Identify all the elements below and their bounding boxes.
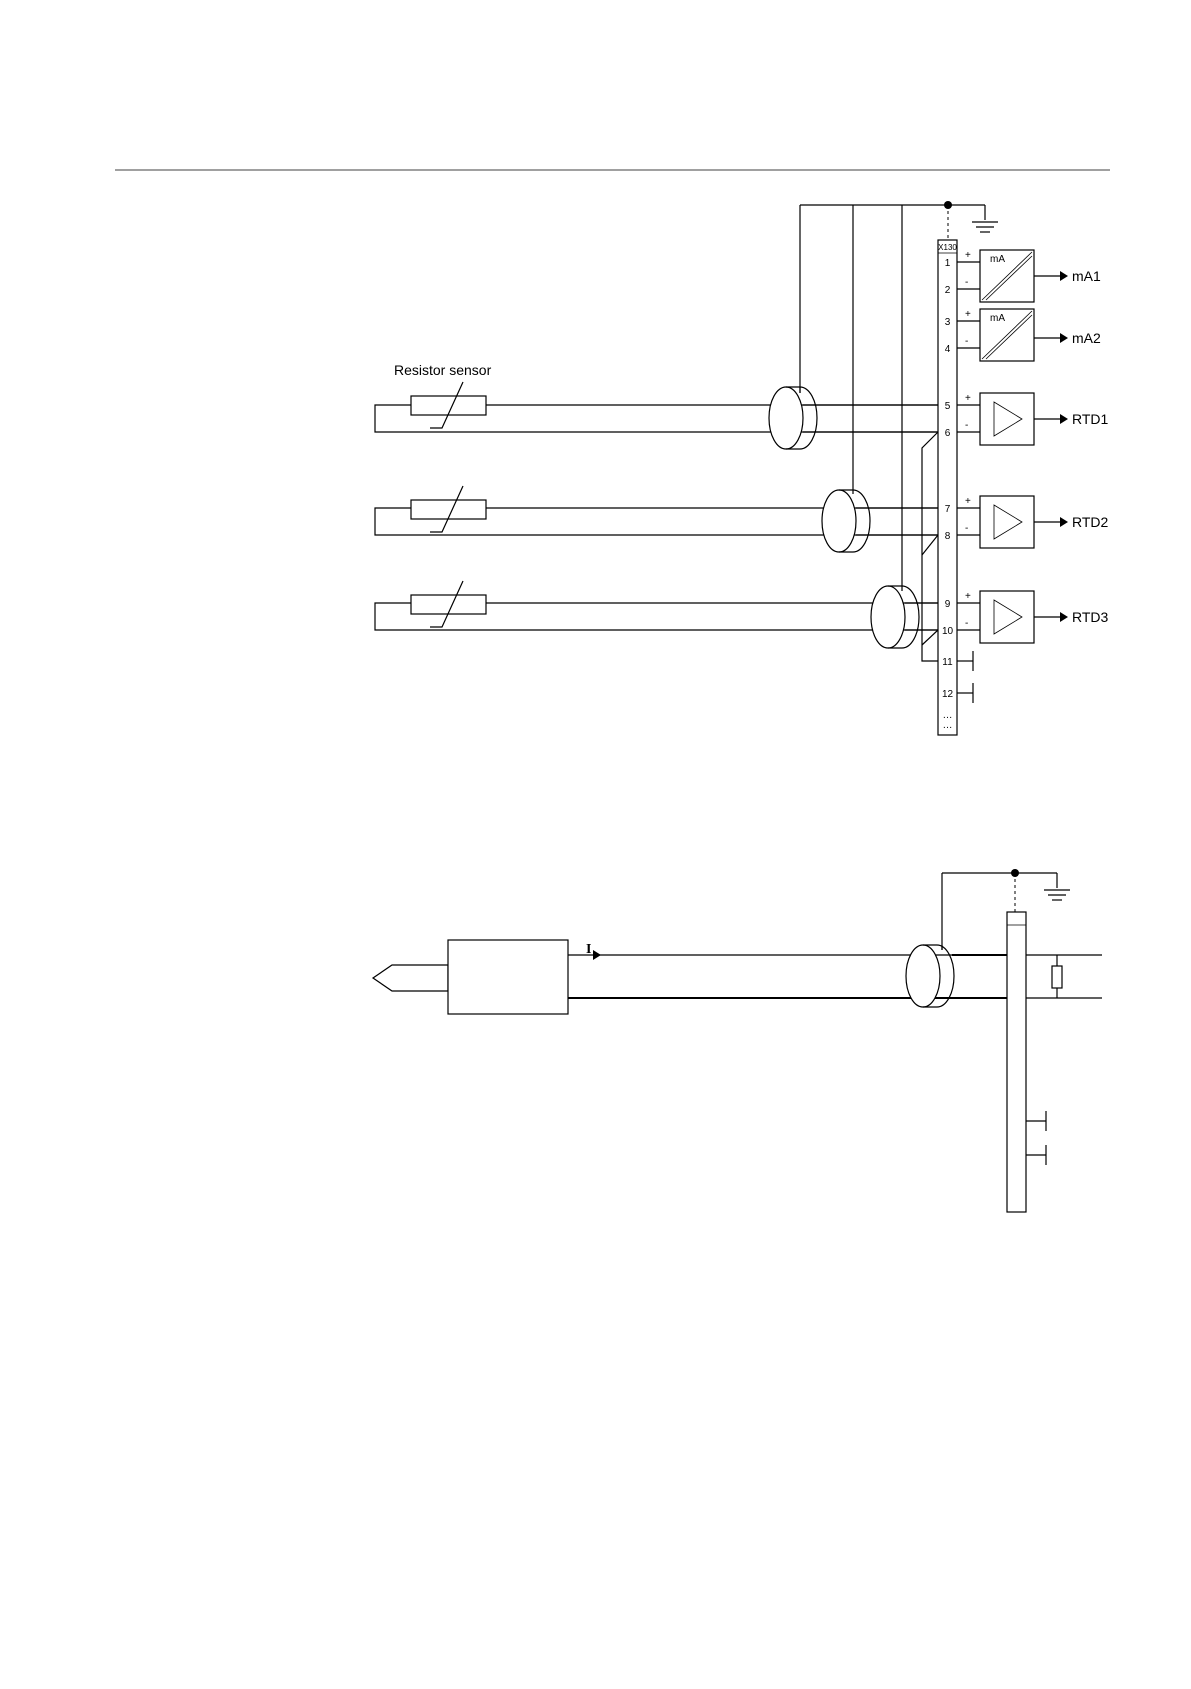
rtd-sensor-3: [375, 581, 938, 648]
current-label: I: [586, 942, 591, 957]
resistor-sensor-icon: [411, 595, 486, 614]
output-label-ma1: mA1: [1072, 268, 1101, 284]
amplifier-box: [980, 591, 1034, 643]
terminal-number: 6: [945, 428, 951, 439]
ground-symbol-icon: [1044, 890, 1070, 900]
probe-icon: [373, 965, 448, 991]
terminal-number: 7: [945, 504, 951, 515]
shunt-resistor-icon: [1052, 966, 1062, 988]
terminal-number: 1: [945, 258, 951, 269]
terminal-polarity: +: [965, 496, 971, 507]
terminal-number: 5: [945, 401, 951, 412]
terminal-number: 11: [942, 657, 953, 668]
terminal-polarity: +: [965, 309, 971, 320]
terminal-polarity: -: [965, 336, 968, 347]
terminal-number: 9: [945, 599, 951, 610]
terminal-polarity: +: [965, 591, 971, 602]
ground-bus-2: [942, 869, 1070, 950]
arrow-right-icon: [1060, 517, 1068, 527]
terminal-continuation: …: [943, 720, 953, 731]
rtd-sensor-2: [375, 486, 938, 552]
shield-ring: [822, 490, 856, 552]
terminal-stubs: [957, 651, 973, 703]
ground-symbol-icon: [972, 222, 998, 232]
terminal-number: 2: [945, 285, 951, 296]
arrow-right-icon: [1060, 414, 1068, 424]
terminal-polarity: -: [965, 420, 968, 431]
ma-output-2: mA mA2: [957, 309, 1101, 361]
shield-ring: [871, 586, 905, 648]
amplifier-box: [980, 496, 1034, 548]
terminal-number: 12: [942, 689, 954, 700]
rtd-output-3: RTD3: [957, 591, 1109, 643]
resistor-sensor-icon: [411, 500, 486, 519]
arrow-right-icon: [1060, 271, 1068, 281]
rtd-output-1: RTD1: [957, 393, 1109, 445]
current-sensor-diagram: I: [373, 869, 1102, 1212]
rtd-output-2: RTD2: [957, 496, 1109, 548]
arrow-right-icon: [1060, 612, 1068, 622]
current-arrow-icon: [593, 950, 601, 960]
return-wires: [922, 432, 938, 661]
amplifier-box: [980, 393, 1034, 445]
terminal-polarity: -: [965, 277, 968, 288]
terminal-number: 4: [945, 344, 951, 355]
resistor-sensor-label: Resistor sensor: [394, 362, 492, 378]
resistor-sensor-icon: [411, 396, 486, 415]
terminal-polarity: +: [965, 250, 971, 261]
output-label-rtd1: RTD1: [1072, 411, 1109, 427]
shield-ring: [906, 945, 940, 1007]
ma-converter-label: mA: [990, 254, 1005, 265]
output-label-rtd3: RTD3: [1072, 609, 1109, 625]
output-label-rtd2: RTD2: [1072, 514, 1109, 530]
terminal-block: [1007, 912, 1026, 1212]
ma-output-1: mA mA1: [957, 250, 1101, 302]
transmitter-box: [448, 940, 568, 1014]
terminal-number: 10: [942, 626, 954, 637]
terminal-polarity: -: [965, 523, 968, 534]
ma-converter-label: mA: [990, 313, 1005, 324]
terminal-polarity: -: [965, 618, 968, 629]
terminal-number: 3: [945, 317, 951, 328]
terminal-polarity: +: [965, 393, 971, 404]
arrow-right-icon: [1060, 333, 1068, 343]
shield-ring: [769, 387, 803, 449]
output-label-ma2: mA2: [1072, 330, 1101, 346]
terminal-number: 8: [945, 531, 951, 542]
terminal-block-label: X130: [938, 243, 957, 252]
